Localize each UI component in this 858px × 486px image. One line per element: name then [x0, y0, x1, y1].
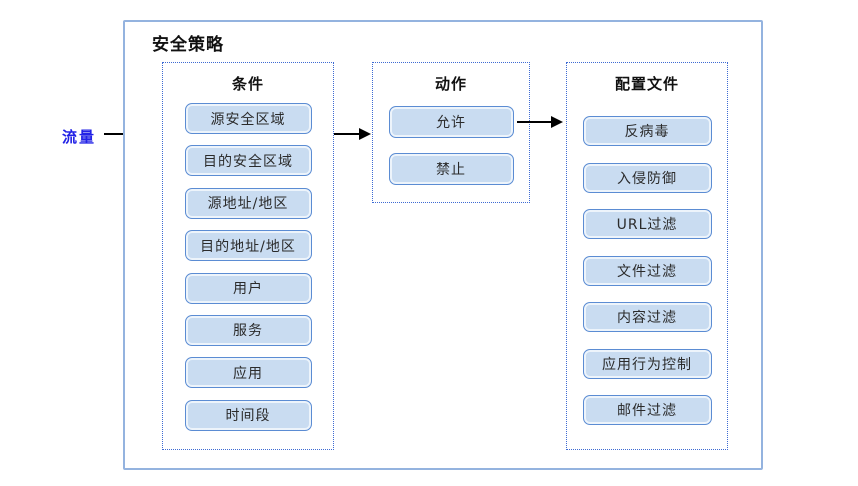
actions-group-box: 动作 允许 禁止 — [372, 62, 530, 203]
condition-node: 源安全区域 — [184, 103, 312, 134]
profile-node: 入侵防御 — [582, 162, 712, 193]
arrow-right-icon — [359, 128, 371, 140]
condition-node: 源地址/地区 — [184, 187, 312, 219]
profiles-group-box: 配置文件 反病毒 入侵防御 URL过滤 文件过滤 内容过滤 应用行为控制 邮件过… — [566, 62, 728, 450]
arrow-right-icon — [551, 116, 563, 128]
profile-node: 邮件过滤 — [582, 395, 712, 425]
profile-node: 应用行为控制 — [582, 348, 712, 379]
arrow-shaft — [334, 132, 359, 136]
action-node: 禁止 — [388, 153, 514, 185]
condition-node: 应用 — [184, 357, 312, 389]
actions-group-title: 动作 — [434, 75, 467, 93]
condition-node: 目的地址/地区 — [184, 230, 312, 262]
profiles-node-list: 反病毒 入侵防御 URL过滤 文件过滤 内容过滤 应用行为控制 邮件过滤 — [567, 116, 727, 425]
profile-node: URL过滤 — [582, 209, 712, 239]
action-node: 允许 — [388, 106, 514, 138]
condition-node: 时间段 — [184, 399, 312, 431]
condition-node: 用户 — [184, 272, 312, 304]
profile-node: 内容过滤 — [582, 302, 712, 332]
conditions-group-title: 条件 — [231, 75, 264, 93]
flow-arrow-allow-to-profiles — [517, 115, 563, 129]
actions-node-list: 允许 禁止 — [373, 106, 529, 185]
flow-arrow-conditions-to-actions — [334, 127, 371, 141]
profiles-group-title: 配置文件 — [614, 75, 679, 93]
traffic-label: 流量 — [62, 128, 97, 146]
conditions-node-list: 源安全区域 目的安全区域 源地址/地区 目的地址/地区 用户 服务 应用 时间段 — [163, 103, 333, 431]
condition-node: 服务 — [184, 314, 312, 346]
profile-node: 反病毒 — [582, 116, 712, 146]
conditions-group-box: 条件 源安全区域 目的安全区域 源地址/地区 目的地址/地区 用户 服务 应用 … — [162, 62, 334, 450]
diagram-title: 安全策略 — [152, 35, 224, 55]
arrow-shaft — [517, 120, 551, 124]
condition-node: 目的安全区域 — [184, 145, 312, 177]
profile-node: 文件过滤 — [582, 255, 712, 286]
